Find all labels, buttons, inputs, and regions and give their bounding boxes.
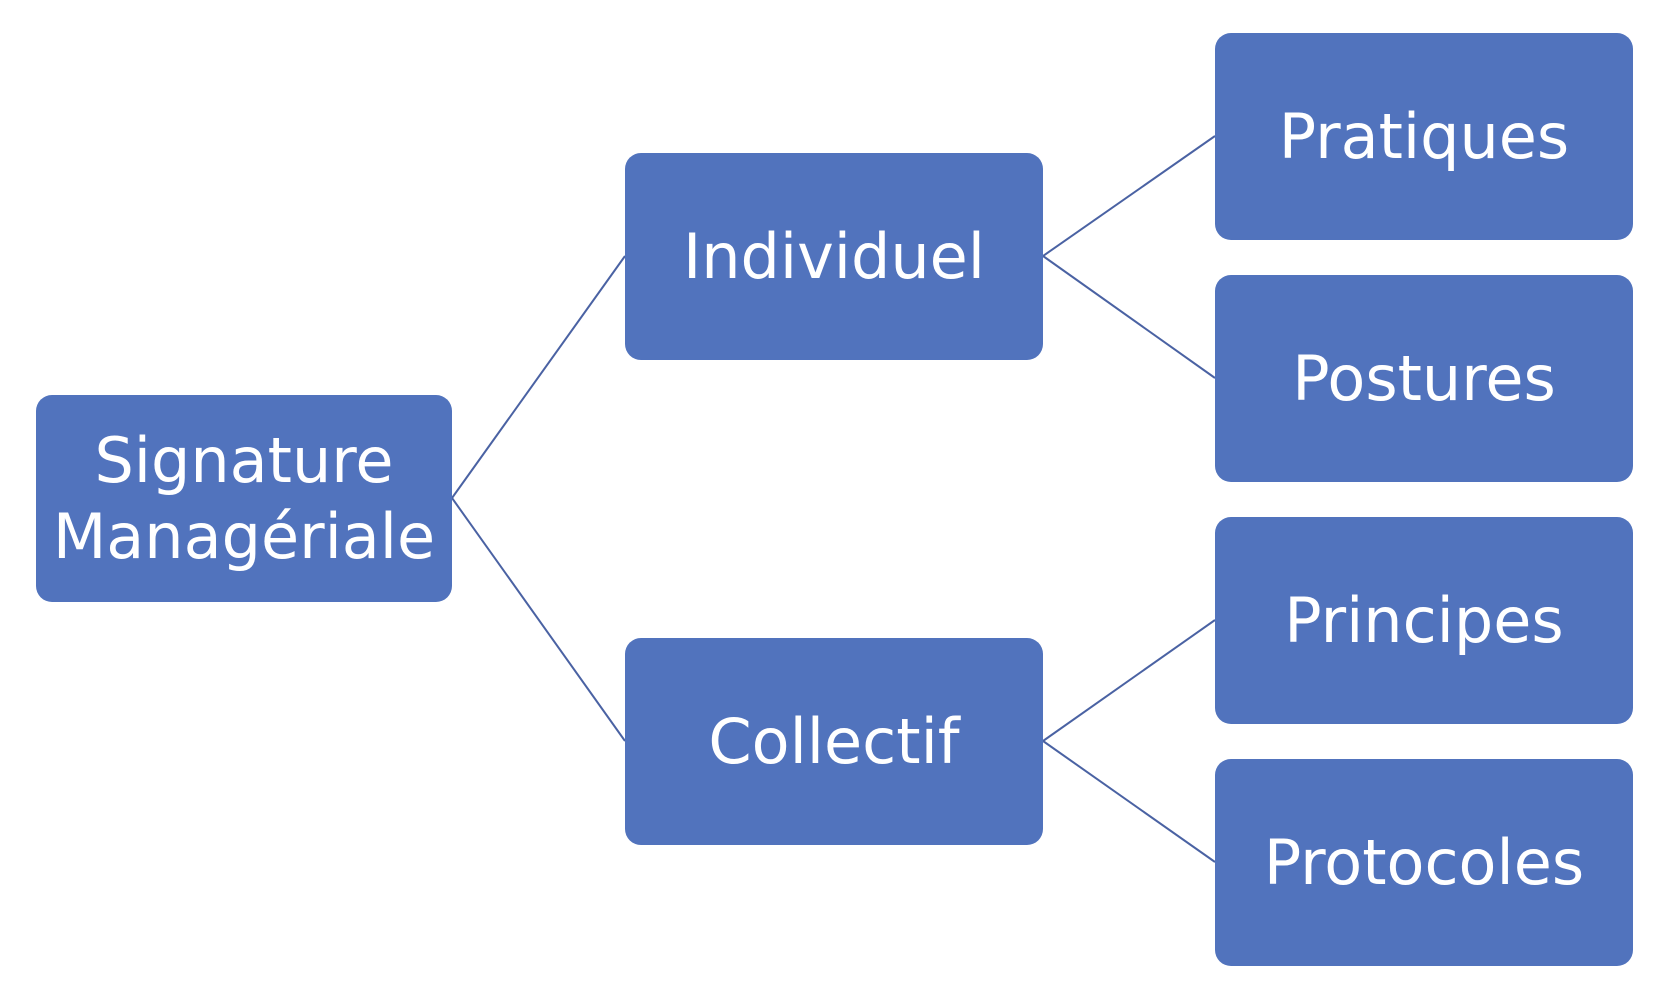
node-label: Individuel: [682, 219, 986, 293]
node-collectif: Collectif: [625, 638, 1043, 845]
connector-collectif-principes: [1042, 619, 1216, 742]
connector-individuel-pratiques: [1042, 135, 1216, 257]
connector-root-collectif: [451, 497, 626, 742]
node-principes: Principes: [1215, 517, 1633, 724]
node-label: Principes: [1284, 583, 1564, 657]
node-label: Postures: [1292, 341, 1556, 415]
connector-root-individuel: [451, 255, 626, 499]
node-label: Collectif: [708, 704, 960, 778]
node-label-line-2: Managériale: [52, 499, 436, 573]
connector-individuel-postures: [1042, 255, 1216, 379]
node-signature-manageriale: Signature Managériale: [36, 395, 452, 602]
node-protocoles: Protocoles: [1215, 759, 1633, 966]
node-label: Pratiques: [1278, 99, 1570, 173]
node-label-group: Signature Managériale: [53, 423, 435, 574]
node-individuel: Individuel: [625, 153, 1043, 360]
node-label-line-1: Signature: [94, 423, 394, 497]
node-postures: Postures: [1215, 275, 1633, 482]
node-label: Protocoles: [1263, 825, 1585, 899]
node-pratiques: Pratiques: [1215, 33, 1633, 240]
connector-collectif-protocoles: [1042, 740, 1216, 863]
